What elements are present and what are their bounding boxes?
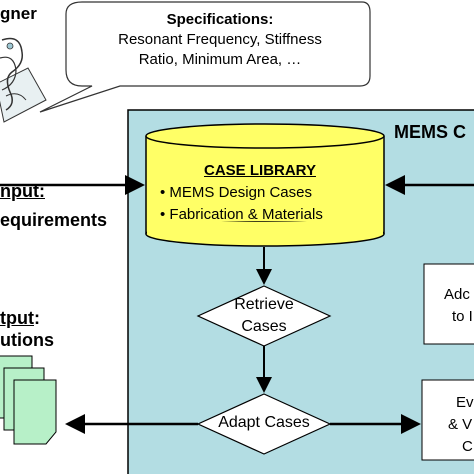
output-heading-colon: : bbox=[33, 308, 40, 328]
adaptation-line-2: to I bbox=[452, 308, 473, 325]
designer-label: gner bbox=[0, 4, 37, 23]
case-library-item-2-label: Fabrication & Materials bbox=[169, 206, 323, 223]
output-heading-word: tput bbox=[0, 308, 34, 328]
specifications-title: Specifications: bbox=[166, 11, 274, 28]
case-library-item-2: • Fabrication & Materials bbox=[160, 204, 380, 226]
specifications-line-1: Resonant Frequency, Stiffness bbox=[118, 31, 322, 48]
retrieve-cases-label: Retrieve Cases bbox=[214, 294, 314, 338]
output-heading: tput: bbox=[0, 308, 40, 329]
retrieve-line-2: Cases bbox=[241, 318, 287, 335]
evaluation-box bbox=[421, 379, 474, 461]
case-library-item-1-label: MEMS Design Cases bbox=[169, 184, 312, 201]
designer-illustration bbox=[0, 37, 47, 123]
evaluation-line-1: Ev bbox=[456, 394, 474, 411]
evaluation-line-2: & V bbox=[448, 416, 473, 433]
input-text: equirements bbox=[0, 210, 108, 230]
adaptation-line-1: Adc bbox=[444, 286, 470, 303]
case-library-item-1: • MEMS Design Cases bbox=[160, 182, 380, 204]
specifications-line-2: Ratio, Minimum Area, … bbox=[138, 51, 302, 68]
bullet-icon: • bbox=[160, 184, 170, 201]
case-library-cylinder bbox=[145, 123, 385, 247]
speech-bubble bbox=[39, 1, 371, 113]
case-library-title: CASE LIBRARY bbox=[204, 162, 316, 179]
retrieve-line-1: Retrieve bbox=[234, 296, 294, 313]
evaluation-box-text: Ev & V C bbox=[444, 392, 474, 458]
bullet-icon: • bbox=[160, 206, 170, 223]
output-text: utions bbox=[0, 330, 54, 350]
system-title: MEMS C bbox=[394, 122, 466, 142]
adaptation-box-text: Adc to I bbox=[444, 284, 473, 328]
case-library-text: CASE LIBRARY • MEMS Design Cases • Fabri… bbox=[160, 160, 380, 226]
evaluation-line-3: C bbox=[462, 438, 473, 455]
input-heading: nput: bbox=[0, 181, 45, 201]
bubble-text: Specifications: Resonant Frequency, Stif… bbox=[78, 10, 362, 70]
solution-documents bbox=[0, 355, 57, 445]
adapt-cases-diamond bbox=[196, 393, 332, 455]
adaptation-box bbox=[423, 263, 474, 345]
adapt-cases-label: Adapt Cases bbox=[218, 414, 310, 431]
